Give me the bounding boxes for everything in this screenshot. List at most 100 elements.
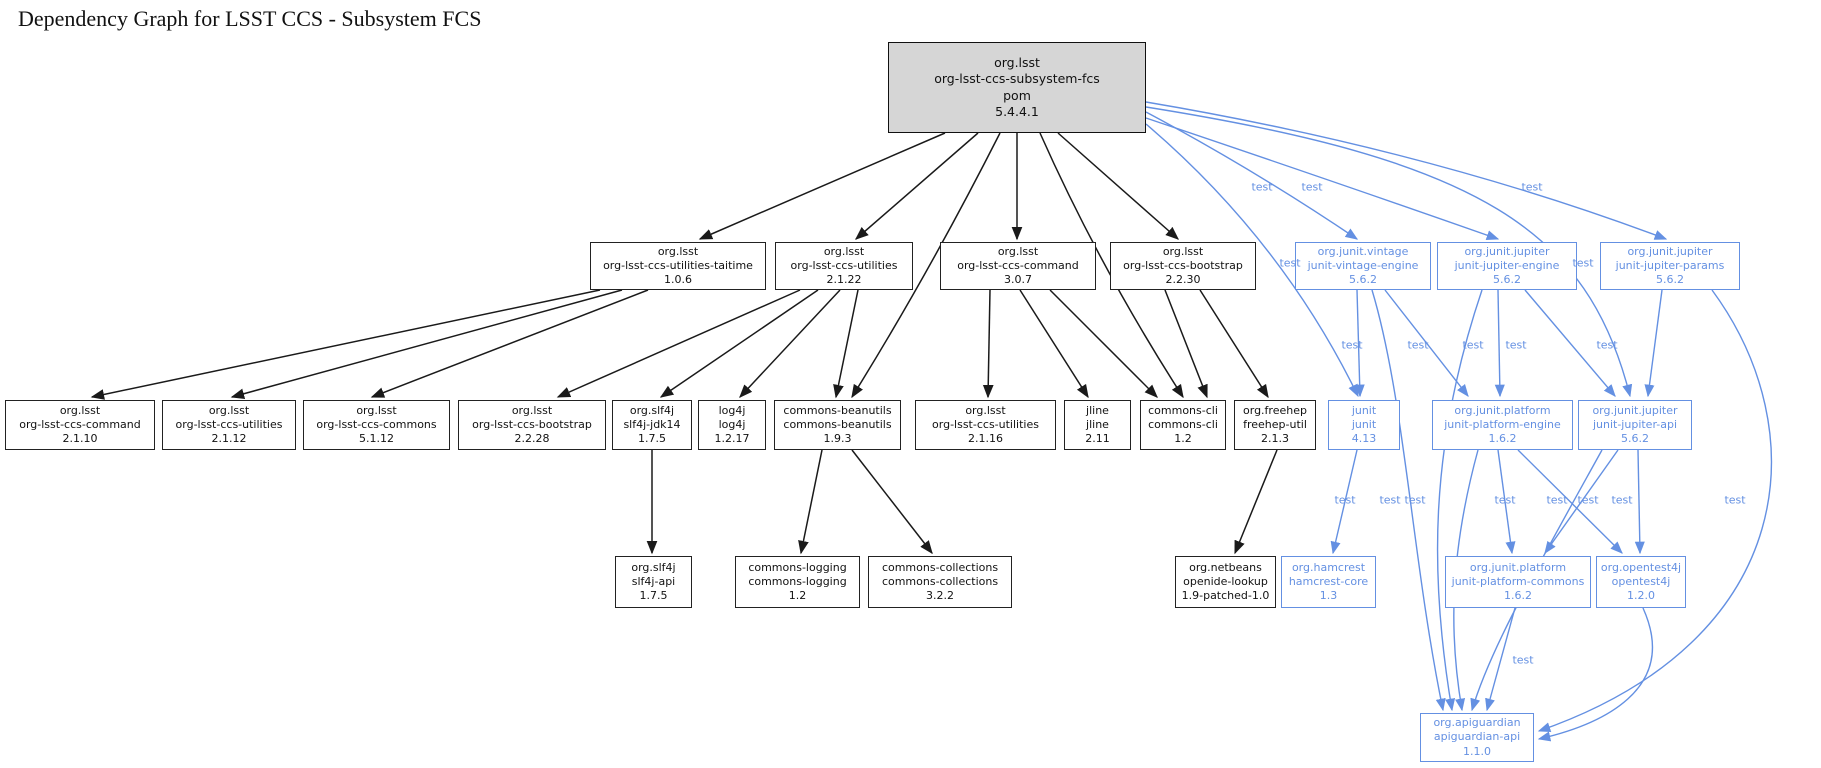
edge-scope-label: test <box>1505 338 1527 352</box>
edge-jupapi-to-pfcommons <box>1544 449 1619 555</box>
node-freehep-line: 2.1.3 <box>1261 432 1289 446</box>
node-clog-line: commons-logging <box>748 574 847 588</box>
node-util2112-line: org-lsst-ccs-utilities <box>175 417 283 431</box>
edge-scope-label: test <box>1521 180 1543 194</box>
edge-root-to-boot2230 <box>1057 132 1180 240</box>
node-commons5112-line: org.lsst <box>356 403 397 417</box>
edge-scope-label: test <box>1596 338 1618 352</box>
edge-root-to-juppar <box>1145 101 1668 240</box>
edge-scope-label: test <box>1462 338 1484 352</box>
edge-root-to-jupapi <box>1145 106 1633 398</box>
node-ccoll-line: commons-collections <box>881 560 999 574</box>
node-opentest-line: opentest4j <box>1611 574 1671 588</box>
node-junit413-line: 4.13 <box>1351 432 1377 446</box>
edge-root-to-vintage <box>1145 111 1359 240</box>
edge-scope-label: test <box>1611 493 1633 507</box>
node-junit413-line: junit <box>1351 403 1377 417</box>
edge-scope-label: test <box>1334 493 1356 507</box>
node-cmd307-line: 3.0.7 <box>1004 273 1032 287</box>
node-openide-line: org.netbeans <box>1189 560 1262 574</box>
node-jline-line: 2.11 <box>1085 432 1110 446</box>
node-boot2228-line: org.lsst <box>511 403 553 417</box>
node-log4j-line: log4j <box>718 417 746 431</box>
edge-boot2230-to-cli <box>1164 289 1208 399</box>
node-root-line: 5.4.4.1 <box>995 103 1039 119</box>
node-boot2228-line: org-lsst-ccs-bootstrap <box>472 417 592 431</box>
edge-scope-label: test <box>1279 256 1301 270</box>
edge-scope-label: test <box>1341 338 1363 352</box>
edge-root-to-cli <box>1039 132 1184 399</box>
edge-scope-label: test <box>1546 493 1568 507</box>
node-boot2230-line: org.lsst <box>1162 244 1204 258</box>
edge-scope-label: test <box>1404 493 1426 507</box>
node-cli-line: commons-cli <box>1148 417 1218 431</box>
edge-boot2230-to-freehep <box>1199 289 1269 399</box>
node-cmd307-line: org-lsst-ccs-command <box>957 258 1079 272</box>
edge-vintage-to-junit413 <box>1354 289 1365 398</box>
edge-scope-label: test <box>1512 653 1534 667</box>
node-openide-line: 1.9-patched-1.0 <box>1181 589 1270 603</box>
node-boot2230-line: org-lsst-ccs-bootstrap <box>1123 258 1243 272</box>
node-hamcrest-line: hamcrest-core <box>1288 574 1369 588</box>
edge-freehep-to-openide <box>1234 449 1278 555</box>
node-pfcommons-line: 1.6.2 <box>1504 589 1532 603</box>
node-beanutils-line: commons-beanutils <box>783 417 892 431</box>
node-root-line: pom <box>1003 87 1031 103</box>
node-slf4japi-line: org.slf4j <box>631 560 676 574</box>
node-util2116-line: org.lsst <box>965 403 1006 417</box>
edge-util2122-to-slf4jjdk14 <box>659 289 819 398</box>
edge-scope-label: test <box>1494 493 1516 507</box>
node-slf4japi-line: 1.7.5 <box>639 589 668 603</box>
node-clog-line: commons-logging <box>748 560 847 574</box>
node-log4j-line: log4j <box>718 403 746 417</box>
edge-juppar-to-jupapi <box>1644 289 1663 398</box>
node-ccoll-line: 3.2.2 <box>926 589 954 603</box>
node-juppar-line: 5.6.2 <box>1656 273 1684 287</box>
edge-taitime-to-commons5112 <box>370 289 649 398</box>
node-pfeng-line: junit-platform-engine <box>1444 417 1561 431</box>
node-apig-line: apiguardian-api <box>1433 730 1521 744</box>
edge-scope-label: test <box>1379 493 1401 507</box>
edge-junit413-to-hamcrest <box>1330 449 1358 555</box>
edge-juppar-to-apig <box>1537 289 1772 733</box>
edge-beanutils-to-clog <box>798 449 823 555</box>
edge-scope-label: test <box>1407 338 1429 352</box>
node-util2112-line: 2.1.12 <box>211 432 247 446</box>
node-pfeng-line: org.junit.platform <box>1454 403 1551 417</box>
edge-jupeng-to-jupapi <box>1524 289 1616 397</box>
node-openide-line: openide-lookup <box>1183 574 1268 588</box>
node-util2122-line: org.lsst <box>823 244 865 258</box>
edge-cmd307-to-jline <box>1019 289 1089 399</box>
